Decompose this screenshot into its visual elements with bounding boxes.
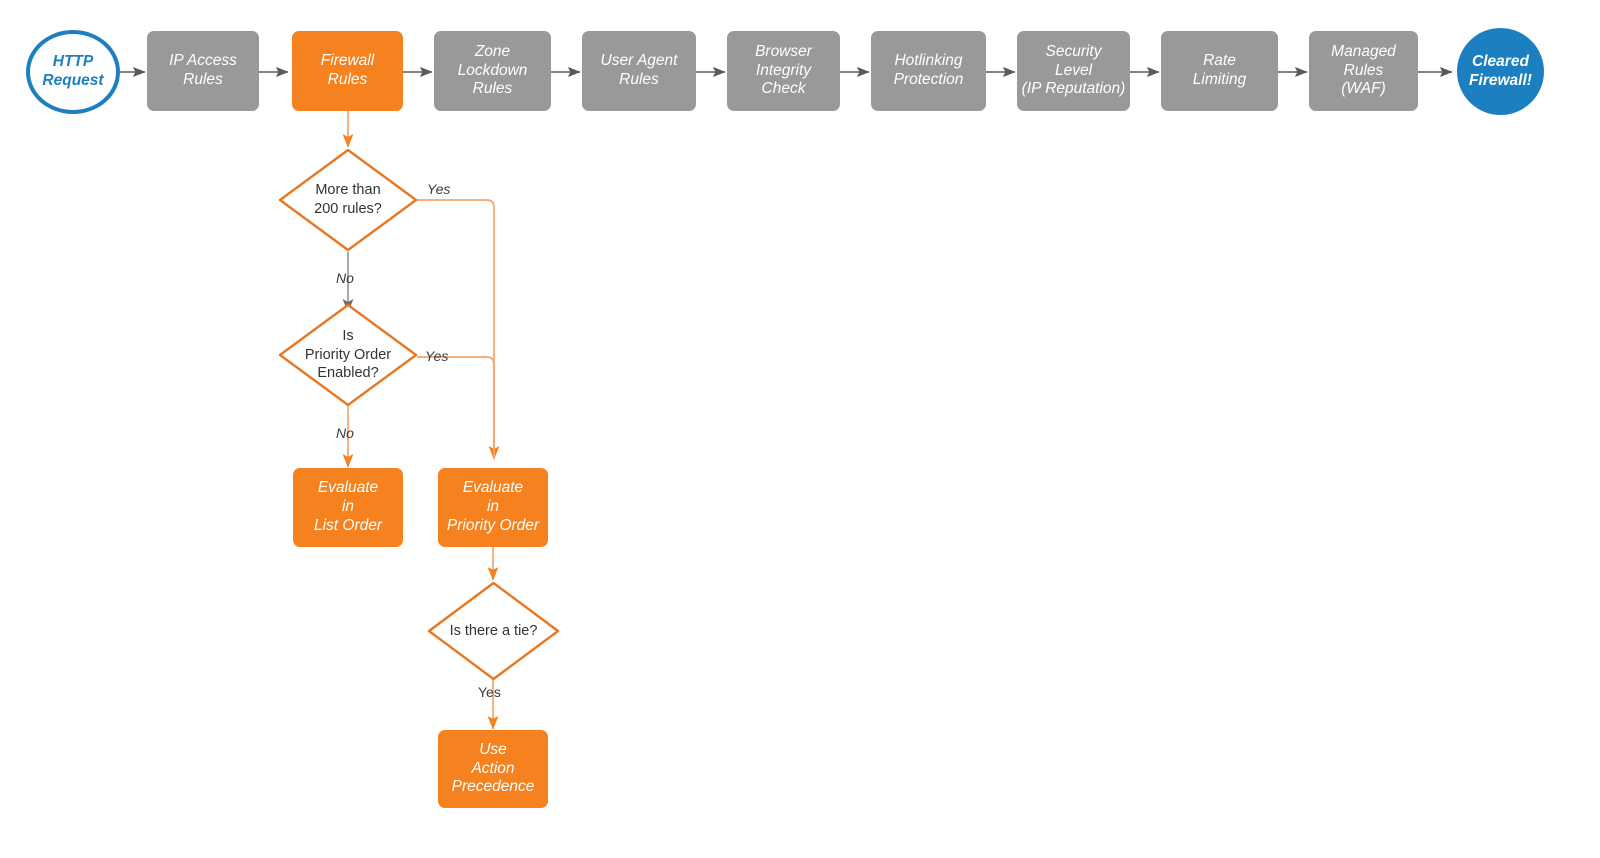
node-hotlinking-protection-label: Hotlinking Protection — [893, 52, 964, 88]
edge-label-yes-more-than-200: Yes — [427, 181, 451, 197]
edge-200rules-yes — [417, 199, 500, 460]
node-firewall-rules-label: Firewall Rules — [320, 52, 375, 88]
node-use-action-precedence[interactable]: Use Action Precedence — [438, 730, 548, 808]
node-evaluate-in-list-order[interactable]: Evaluate in List Order — [293, 468, 403, 547]
node-security-level-label: Security Level (IP Reputation) — [1021, 42, 1126, 98]
decision-is-there-a-tie-label: Is there a tie? — [449, 622, 538, 639]
node-use-action-precedence-label: Use Action Precedence — [451, 740, 535, 796]
node-rate-limiting[interactable]: Rate Limiting — [1161, 31, 1278, 111]
node-user-agent-rules-label: User Agent Rules — [600, 52, 678, 88]
node-ip-access-rules[interactable]: IP Access Rules — [147, 31, 259, 111]
node-managed-rules-waf[interactable]: Managed Rules (WAF) — [1309, 31, 1418, 111]
edge-label-yes-priority-order: Yes — [425, 348, 449, 364]
node-evaluate-in-priority-order[interactable]: Evaluate in Priority Order — [438, 468, 548, 547]
node-zone-lockdown-rules-label: Zone Lockdown Rules — [457, 42, 528, 98]
edge-label-no-more-than-200: No — [336, 270, 354, 286]
node-hotlinking-protection[interactable]: Hotlinking Protection — [871, 31, 986, 111]
node-evaluate-in-list-order-label: Evaluate in List Order — [313, 479, 383, 534]
decision-is-priority-order-enabled[interactable]: Is Priority Order Enabled? — [278, 303, 418, 407]
decision-more-than-200-rules[interactable]: More than 200 rules? — [278, 148, 418, 252]
decision-is-priority-order-enabled-label: Is Priority Order Enabled? — [304, 327, 392, 382]
node-zone-lockdown-rules[interactable]: Zone Lockdown Rules — [434, 31, 551, 111]
node-firewall-rules[interactable]: Firewall Rules — [292, 31, 403, 111]
node-browser-integrity-check[interactable]: Browser Integrity Check — [727, 31, 840, 111]
node-browser-integrity-check-label: Browser Integrity Check — [755, 42, 812, 98]
node-security-level[interactable]: Security Level (IP Reputation) — [1017, 31, 1130, 111]
node-http-request[interactable]: HTTP Request — [26, 30, 120, 114]
node-cleared-firewall[interactable]: Cleared Firewall! — [1457, 28, 1544, 115]
edge-label-no-priority-order: No — [336, 425, 354, 441]
node-http-request-label: HTTP Request — [42, 53, 104, 89]
node-rate-limiting-label: Rate Limiting — [1192, 52, 1247, 88]
edge-label-yes-tie: Yes — [478, 684, 501, 700]
node-user-agent-rules[interactable]: User Agent Rules — [582, 31, 696, 111]
decision-more-than-200-rules-label: More than 200 rules? — [314, 182, 382, 217]
node-ip-access-rules-label: IP Access Rules — [169, 52, 237, 88]
node-evaluate-in-priority-order-label: Evaluate in Priority Order — [446, 479, 540, 534]
decision-is-there-a-tie[interactable]: Is there a tie? — [427, 581, 560, 681]
node-cleared-firewall-label: Cleared Firewall! — [1469, 52, 1532, 89]
edge-priority-yes — [417, 356, 495, 459]
node-managed-rules-waf-label: Managed Rules (WAF) — [1331, 42, 1396, 98]
